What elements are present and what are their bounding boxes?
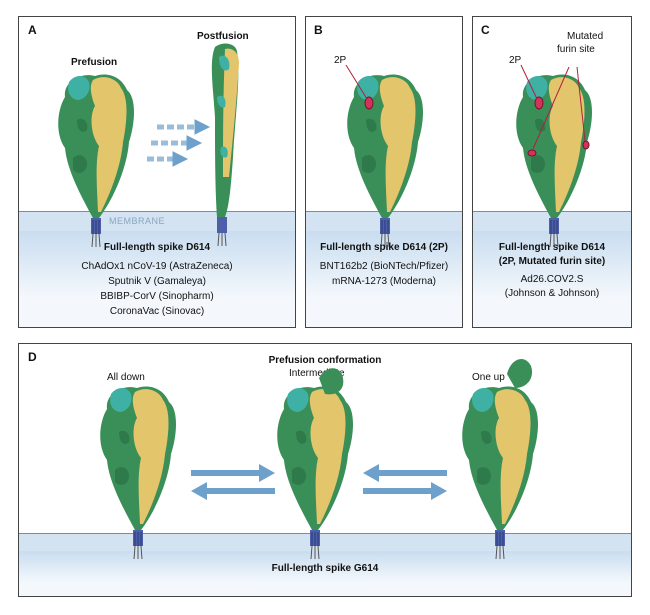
panel-d-title: Full-length spike G614 xyxy=(271,563,379,574)
panel-a-title: Full-length spike D614 xyxy=(103,242,211,253)
furin-label-line2: furin site xyxy=(557,44,595,55)
transition-arrows xyxy=(147,119,211,167)
furin-site-left xyxy=(527,149,537,157)
panel-b-title: Full-length spike D614 (2P) xyxy=(320,242,448,253)
spike-2p xyxy=(346,74,424,248)
panel-c-base xyxy=(473,231,631,327)
panel-b-base xyxy=(306,231,462,327)
equilibrium-arrow-right xyxy=(363,464,447,500)
state-one-up: One up xyxy=(472,372,505,383)
panel-b-vaccine-1: BNT162b2 (BioNTech/Pfizer) xyxy=(319,261,449,272)
panel-c-title-line2: (2P, Mutated furin site) xyxy=(498,256,606,267)
2p-label: 2P xyxy=(334,55,347,66)
membrane-label: MEMBRANE xyxy=(109,216,166,226)
panel-a-vaccine-2: Sputnik V (Gamaleya) xyxy=(108,276,206,287)
spike-all-down xyxy=(99,386,177,560)
panel-a-vaccine-3: BBIBP-CorV (Sinopharm) xyxy=(100,291,214,302)
panel-a-figure xyxy=(57,43,239,248)
2p-label: 2P xyxy=(509,55,522,66)
state-all-down: All down xyxy=(107,372,145,383)
postfusion-spike xyxy=(211,43,239,247)
furin-site-right xyxy=(582,140,590,150)
panel-c-vaccine-1: Ad26.COV2.S xyxy=(520,274,584,285)
panel-a-base xyxy=(19,231,295,327)
panel-c: C 2P Mutated furin site Full-length spik… xyxy=(472,16,632,328)
panel-c-letter: C xyxy=(481,23,490,37)
panel-b-figure xyxy=(345,64,424,248)
2p-marker xyxy=(534,96,544,110)
equilibrium-arrow-left xyxy=(191,464,275,500)
panel-d-base xyxy=(19,551,631,596)
panel-c-vaccine-2: (Johnson & Johnson) xyxy=(504,288,600,299)
postfusion-label: Postfusion xyxy=(197,31,249,42)
2p-marker xyxy=(364,96,374,110)
state-intermediate: Intermediate xyxy=(289,368,345,379)
panel-b-letter: B xyxy=(314,23,323,37)
spike-one-up xyxy=(461,359,539,560)
panel-c-figure xyxy=(515,64,593,248)
panel-c-title-line1: Full-length spike D614 xyxy=(498,242,606,253)
prefusion-label: Prefusion xyxy=(71,57,118,68)
panel-b-vaccine-2: mRNA-1273 (Moderna) xyxy=(332,276,436,287)
panel-d: D Prefusion conformation All down Interm… xyxy=(18,343,632,597)
panel-d-heading: Prefusion conformation xyxy=(268,355,382,366)
spike-intermediate xyxy=(276,368,354,560)
furin-label-line1: Mutated xyxy=(567,31,604,42)
prefusion-spike xyxy=(57,74,135,248)
panel-b: B 2P Full-length spike D614 (2P) BNT162b… xyxy=(305,16,463,328)
panel-a-letter: A xyxy=(28,23,37,37)
panel-a-vaccine-1: ChAdOx1 nCoV-19 (AstraZeneca) xyxy=(81,261,233,272)
panel-a-vaccine-4: CoronaVac (Sinovac) xyxy=(109,306,205,317)
panel-d-figure xyxy=(99,359,539,560)
panel-d-letter: D xyxy=(28,350,37,364)
panel-a: A Prefusion Postfusion MEMBRANE Full-len xyxy=(18,16,296,328)
